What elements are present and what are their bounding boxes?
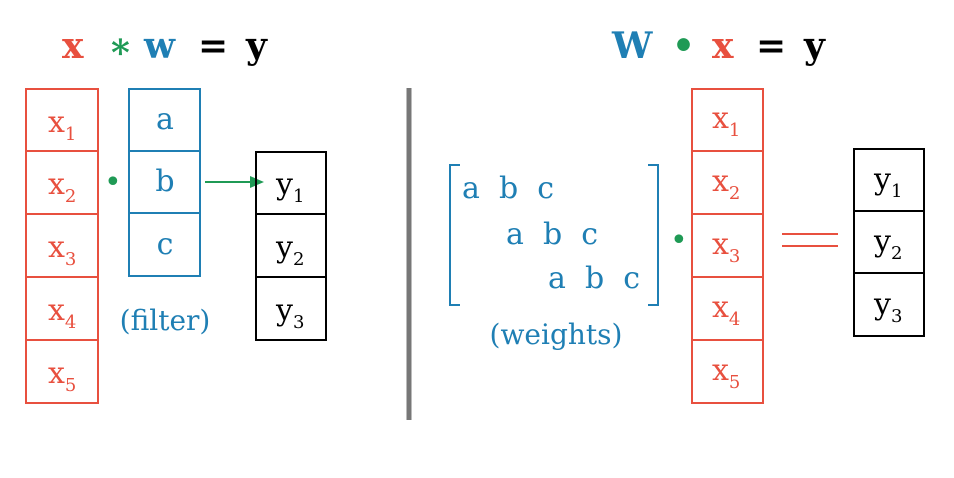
right-y-label-2: y2 bbox=[873, 224, 902, 264]
left-eq-y: y bbox=[245, 25, 268, 67]
filter-label: (filter) bbox=[120, 304, 211, 337]
right-dot-operator: • bbox=[670, 223, 688, 258]
right-x-label-4: x4 bbox=[712, 290, 740, 330]
left-x-cell-5 bbox=[25, 339, 99, 404]
matrix-row-1: a b c bbox=[462, 171, 554, 206]
right-eq-dot-op: • bbox=[672, 25, 695, 67]
left-eq-w: w bbox=[143, 25, 176, 67]
right-equation: W • x = y bbox=[611, 25, 826, 67]
filter-value-c: c bbox=[157, 227, 174, 262]
left-y-vector: y1 y2 y3 bbox=[255, 151, 327, 341]
filter-value-b: b bbox=[155, 164, 174, 199]
matrix-row-2: a b c bbox=[506, 217, 598, 252]
left-dot-operator: • bbox=[104, 165, 122, 200]
left-x-label-2: x2 bbox=[48, 167, 76, 207]
left-y-cell-3 bbox=[255, 276, 327, 341]
left-eq-equals: = bbox=[198, 25, 228, 67]
right-y-label-1: y1 bbox=[873, 162, 902, 202]
matrix-row-3: a b c bbox=[548, 261, 640, 296]
right-y-vector: y1 y2 y3 bbox=[853, 148, 925, 337]
right-y-cell-3 bbox=[853, 272, 925, 337]
right-panel: W • x = y a b c a b c a b c (weights) • … bbox=[449, 25, 925, 404]
left-y-label-2: y2 bbox=[275, 230, 304, 270]
left-eq-convolution-op: ∗ bbox=[108, 25, 133, 67]
right-x-label-2: x2 bbox=[712, 164, 740, 204]
left-eq-x: x bbox=[62, 25, 84, 67]
filter-cell-c bbox=[128, 212, 201, 277]
left-panel: x ∗ w = y x1 x2 x3 x4 x5 • a b bbox=[25, 25, 327, 404]
matrix-right-bracket bbox=[648, 164, 659, 306]
right-x-label-5: x5 bbox=[712, 353, 740, 393]
right-eq-equals: = bbox=[756, 25, 786, 67]
left-y-label-1: y1 bbox=[275, 167, 304, 207]
left-equation: x ∗ w = y bbox=[62, 25, 268, 67]
left-x-vector: x1 x2 x3 x4 x5 bbox=[25, 88, 99, 404]
right-y-label-3: y3 bbox=[873, 287, 902, 327]
red-equals-sign bbox=[782, 233, 838, 247]
right-eq-W: W bbox=[611, 25, 653, 67]
left-x-label-5: x5 bbox=[48, 356, 76, 396]
left-x-label-1: x1 bbox=[48, 105, 76, 145]
matrix-left-bracket bbox=[449, 164, 460, 306]
weights-label: (weights) bbox=[490, 318, 623, 351]
weights-matrix: a b c a b c a b c (weights) bbox=[449, 164, 659, 351]
right-x-label-1: x1 bbox=[712, 101, 740, 141]
right-x-vector: x1 x2 x3 x4 x5 bbox=[691, 88, 764, 404]
right-eq-y: y bbox=[803, 25, 826, 67]
left-y-label-3: y3 bbox=[275, 293, 304, 333]
left-x-label-4: x4 bbox=[48, 293, 76, 333]
filter-vector: a b c (filter) bbox=[120, 88, 211, 337]
right-x-cell-5 bbox=[691, 339, 764, 404]
right-eq-x: x bbox=[712, 25, 734, 67]
right-x-label-3: x3 bbox=[712, 227, 740, 267]
filter-value-a: a bbox=[156, 102, 174, 137]
left-x-label-3: x3 bbox=[48, 230, 76, 270]
